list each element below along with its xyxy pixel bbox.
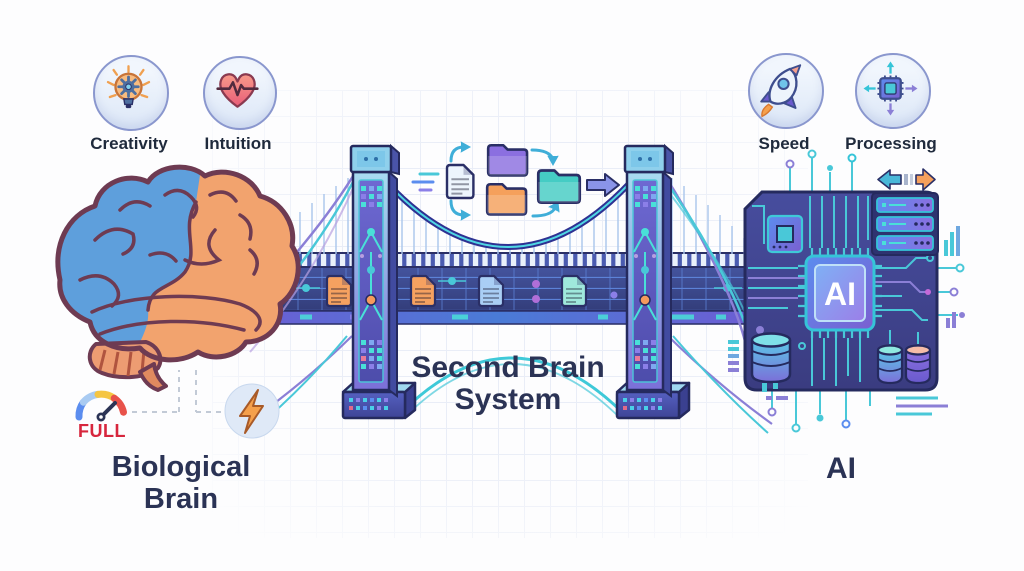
tower-base-pixels [349,398,388,410]
gauge-full-label: FULL [78,421,126,441]
biological-brain-label-line1: Biological [111,451,251,483]
processing-icon-circle [855,53,931,129]
orange-folder-icon [485,182,528,216]
document-icon [325,274,353,308]
ai-chip: AI [798,248,882,338]
output-arrow-icon [586,173,620,197]
capacity-gauge-icon [75,390,127,422]
ai-circuit-board: AI [728,149,965,433]
brain-gyri [78,188,262,336]
intuition-icon-circle [203,56,277,130]
server-racks [871,192,939,256]
energy-bolt-icon [224,383,280,439]
heart-pulse-icon [216,73,259,108]
ai-label: AI [826,452,856,485]
file-organization-flow [411,141,620,221]
board-external-traces [767,149,965,433]
bridge-tower [341,143,417,420]
creativity-icon-circle [93,55,169,131]
database-cylinders [750,332,932,392]
input-document-icon [445,163,475,200]
ai-chip-label: AI [824,276,856,312]
creativity-label: Creativity [90,134,168,153]
rocket-icon [760,64,802,118]
flow-arrows [449,141,560,221]
intuition-label: Intuition [204,134,272,153]
document-icon [560,274,588,308]
document-icon [409,274,437,308]
speed-label: Speed [758,134,810,153]
chip-arrows-icon [863,61,918,116]
brain-illustration [55,164,301,392]
signal-bars [728,226,960,372]
processing-label: Processing [845,134,937,153]
center-title-line1: Second Brain [411,351,605,384]
biological-brain-label-line2: Brain [143,483,219,515]
tower-circuit-details [359,186,383,369]
chip-pins [798,248,882,338]
teal-folder-icon [536,169,582,205]
document-icon [477,274,505,308]
brain-stem [138,362,168,392]
transfer-arrows-icon [877,168,936,191]
bridge-deck [237,252,756,325]
center-title-line2: System [454,383,562,416]
purple-folder-icon [486,143,529,177]
speed-icon-circle [748,53,824,129]
list-lines [896,396,938,416]
lightbulb-gear-icon [106,65,151,109]
brain-left-hemisphere [57,166,200,349]
small-chip-icon [766,214,804,254]
dashed-connector [132,370,223,413]
board-internal-traces [748,196,934,386]
